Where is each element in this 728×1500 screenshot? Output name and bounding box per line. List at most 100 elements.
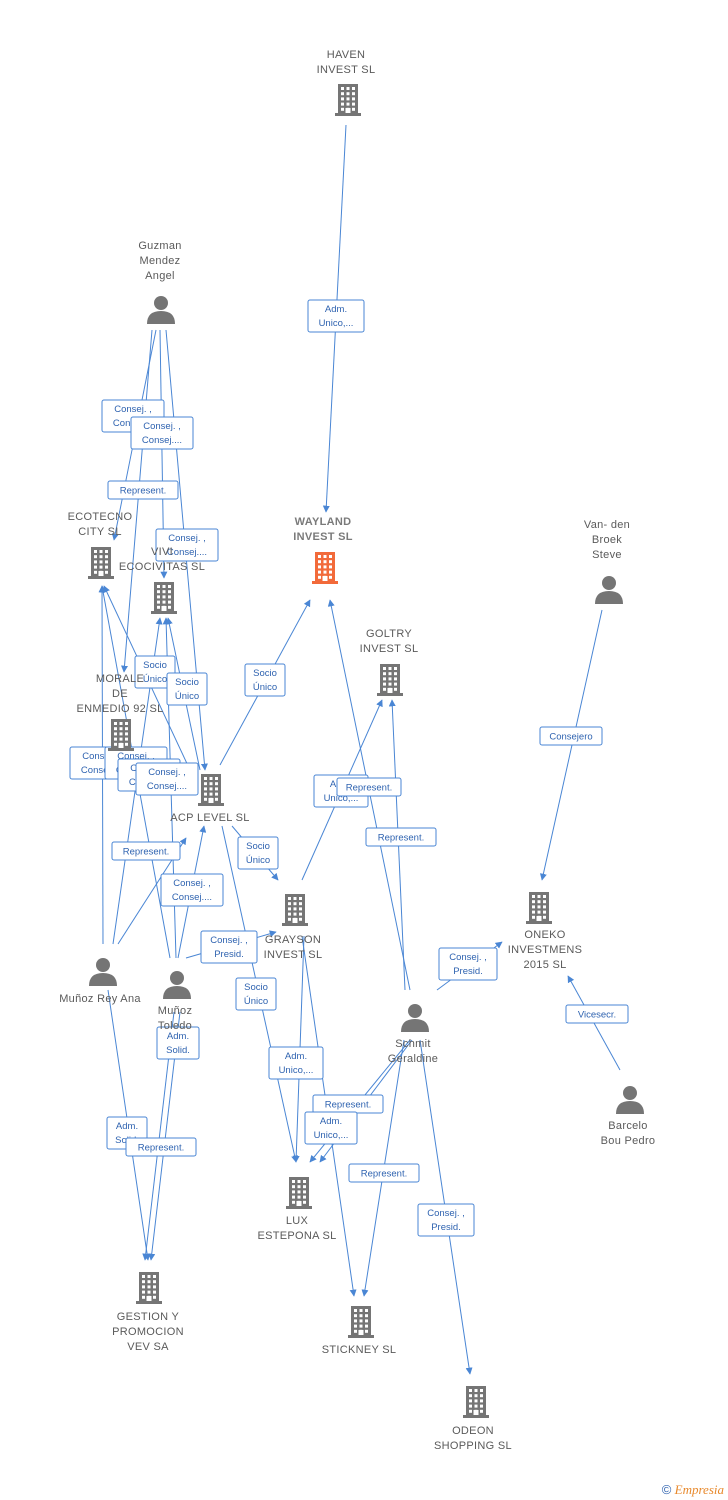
person-icon[interactable]: [89, 958, 117, 986]
edge-label-text: Adm.: [320, 1116, 342, 1127]
node-label: ENMEDIO 92 SL: [76, 703, 163, 715]
edge-label-text: Unico,...: [279, 1065, 314, 1076]
edge-label-munoztoledo-to-grayson[interactable]: Consej. ,Presid.: [200, 930, 258, 964]
edge-label-guzman-to-morales[interactable]: Represent.: [107, 480, 179, 500]
edge-label-text: Consej. ,: [173, 878, 211, 889]
edge-label-text: Único: [244, 996, 268, 1007]
building-icon[interactable]: [463, 1386, 489, 1418]
edge-label-text: Socio: [175, 677, 199, 688]
node-label: INVESTMENS: [508, 944, 583, 956]
edge-label-munoztoledo-to-vivi[interactable]: Consej. ,Consej....: [135, 762, 199, 796]
edge-label-text: Consej. ,: [114, 404, 152, 415]
edge-label-text: Único: [246, 855, 270, 866]
edge-label-schmit-to-lux[interactable]: Adm. Unico,...: [304, 1111, 358, 1145]
building-icon[interactable]: [282, 894, 308, 926]
edge-label-schmit-to-goltry[interactable]: Represent.: [365, 827, 437, 847]
node-label: SHOPPING SL: [434, 1440, 512, 1452]
edge-label-schmit-to-oneko[interactable]: Consej. ,Presid.: [438, 947, 498, 981]
edge-labels-layer: Adm.Unico,...Consej. ,Consej....Consej. …: [69, 299, 629, 1237]
building-icon[interactable]: [151, 582, 177, 614]
node-label: INVEST SL: [360, 643, 419, 655]
edge-guzman-to-morales: [121, 329, 153, 673]
building-icon[interactable]: [286, 1177, 312, 1209]
edge-label-schmit-to-wayland[interactable]: Represent.: [336, 777, 402, 797]
edge-label-guzman-to-acp[interactable]: Consej. ,Consej....: [155, 528, 219, 562]
edge-label-text: Consej. ,: [210, 935, 248, 946]
edge-label-schmit-to-odeon[interactable]: Consej. ,Presid.: [417, 1203, 475, 1237]
edge-label-text: Consej. ,: [148, 767, 186, 778]
edge-label-munoztoledo-to-gestion[interactable]: Represent.: [125, 1137, 197, 1157]
building-icon[interactable]: [348, 1306, 374, 1338]
edge-label-text: Represent.: [120, 486, 166, 497]
edge-label-schmit-to-stickney[interactable]: Represent.: [348, 1163, 420, 1183]
edge-label-text: Consej....: [167, 547, 207, 558]
node-label: ECOCIVITAS SL: [119, 561, 205, 573]
building-icon[interactable]: [198, 774, 224, 806]
building-icon[interactable]: [526, 892, 552, 924]
edge-label-text: Único: [253, 682, 277, 693]
node-label: Barcelo: [608, 1120, 647, 1132]
node-label: HAVEN: [327, 49, 366, 61]
node-label: Broek: [592, 534, 622, 546]
node-label: VEV SA: [127, 1341, 169, 1353]
building-icon[interactable]: [136, 1272, 162, 1304]
edge-label-schmit-to-lux[interactable]: Represent.: [312, 1094, 384, 1114]
edge-label-text: Represent.: [325, 1100, 371, 1111]
building-icon[interactable]: [335, 84, 361, 116]
brand-logo-text[interactable]: Empresia: [674, 1482, 724, 1497]
edge-label-haven-to-wayland[interactable]: Adm.Unico,...: [307, 299, 365, 333]
node-label: Bou Pedro: [601, 1135, 656, 1147]
node-vivi[interactable]: VIVI ECOCIVITAS SL: [119, 546, 205, 614]
edge-label-vandenbroek-to-oneko[interactable]: Consejero: [539, 726, 603, 746]
edge-label-munoztoledo-to-gestion[interactable]: Adm.Solid.: [156, 1026, 200, 1060]
edge-label-grayson-to-lux[interactable]: Adm.Unico,...: [268, 1046, 324, 1080]
edge-label-guzman-to-vivi[interactable]: Consej. ,Consej....: [130, 416, 194, 450]
node-label: Toledo: [158, 1020, 192, 1032]
edge-label-text: Único: [175, 691, 199, 702]
person-icon[interactable]: [163, 971, 191, 999]
building-icon[interactable]: [88, 547, 114, 579]
node-stickney[interactable]: STICKNEY SL: [322, 1306, 397, 1356]
node-label: Muñoz: [158, 1005, 193, 1017]
node-label: ECOTECNO: [68, 511, 133, 523]
edge-label-text: Solid.: [166, 1045, 190, 1056]
person-icon[interactable]: [616, 1086, 644, 1114]
person-icon[interactable]: [401, 1004, 429, 1032]
edge-label-barcelo-to-oneko[interactable]: Vicesecr.: [565, 1004, 629, 1024]
node-label: ACP LEVEL SL: [170, 812, 249, 824]
node-acp[interactable]: ACP LEVEL SL: [170, 774, 249, 824]
person-icon[interactable]: [595, 576, 623, 604]
edge-label-munoztoledo-to-acp[interactable]: Consej. ,Consej....: [160, 873, 224, 907]
edge-label-text: Represent.: [378, 833, 424, 844]
person-icon[interactable]: [147, 296, 175, 324]
building-icon[interactable]: [377, 664, 403, 696]
edge-label-text: Unico,...: [314, 1130, 349, 1141]
node-label: VIVI: [151, 546, 173, 558]
edge-label-munozrey-to-acp[interactable]: Represent.: [111, 841, 181, 861]
building-icon[interactable]: [312, 552, 338, 584]
node-munozrey[interactable]: Muñoz Rey Ana: [59, 958, 141, 1005]
building-icon[interactable]: [108, 719, 134, 751]
footer-branding: © Empresia: [662, 1482, 724, 1498]
edge-label-text: Consej. ,: [143, 421, 181, 432]
